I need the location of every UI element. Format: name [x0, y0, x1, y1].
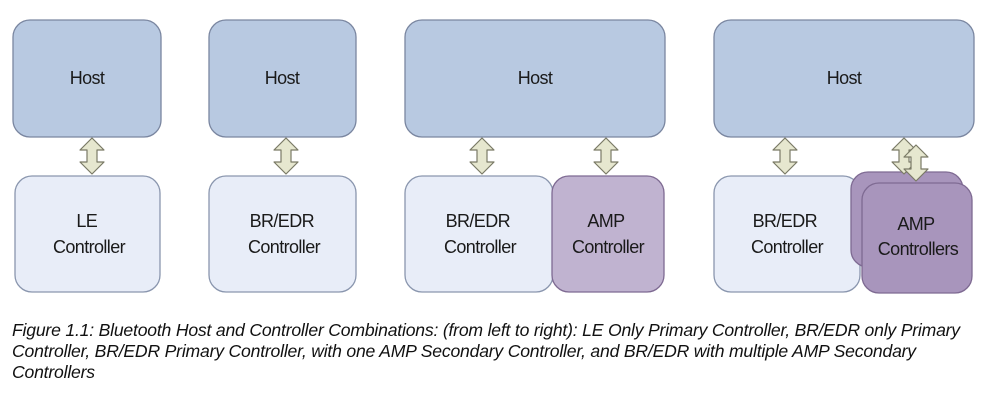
figure-caption: Figure 1.1: Bluetooth Host and Controlle… [12, 320, 960, 382]
host-controller-diagram: Host LE Controller Host BR/EDR Controlle… [12, 19, 975, 294]
controller-label-line2: Controller [444, 237, 517, 257]
host-box [12, 19, 162, 138]
link-arrow-bredr [772, 137, 798, 175]
amp-label-line1: AMP [897, 214, 935, 234]
controller-label: BR/EDR Controller [248, 211, 321, 257]
combo-le-only: Host LE Controller [12, 19, 162, 293]
controller-label: BR/EDR Controller [751, 211, 824, 257]
amp-label: AMP Controller [572, 211, 645, 257]
amp-label-line2: Controller [572, 237, 645, 257]
amp-label-line1: AMP [587, 211, 625, 231]
host-label: Host [518, 68, 553, 88]
amp-label: AMP Controllers [878, 214, 959, 259]
combo-bredr-only: Host BR/EDR Controller [208, 19, 357, 293]
link-arrow-bredr [469, 137, 495, 175]
controller-label-line1: LE [76, 211, 97, 231]
host-label: Host [70, 68, 105, 88]
host-box [404, 19, 666, 138]
link-arrow [79, 137, 105, 175]
combo-bredr-one-amp: Host BR/EDR Controller AMP Controller [404, 19, 666, 293]
amp-label-line2: Controllers [878, 239, 959, 259]
controller-box [208, 175, 357, 293]
amp-controller-box-front [861, 182, 973, 294]
controller-box [713, 175, 861, 293]
link-arrow [273, 137, 299, 175]
host-label: Host [265, 68, 300, 88]
controller-box [404, 175, 554, 293]
host-box [208, 19, 357, 138]
amp-controller-box [551, 175, 665, 293]
combo-bredr-multi-amp: Host BR/EDR Controller AMP Controllers [713, 19, 975, 294]
controller-label: BR/EDR Controller [444, 211, 517, 257]
controller-label-line1: BR/EDR [250, 211, 315, 231]
controller-label-line2: Controller [751, 237, 824, 257]
controller-label-line1: BR/EDR [446, 211, 511, 231]
host-box [713, 19, 975, 138]
controller-label-line2: Controller [248, 237, 321, 257]
host-label: Host [827, 68, 862, 88]
controller-label-line2: Controller [53, 237, 126, 257]
controller-label: LE Controller [53, 211, 126, 257]
link-arrow-amp [593, 137, 619, 175]
controller-label-line1: BR/EDR [753, 211, 818, 231]
controller-box [14, 175, 161, 293]
